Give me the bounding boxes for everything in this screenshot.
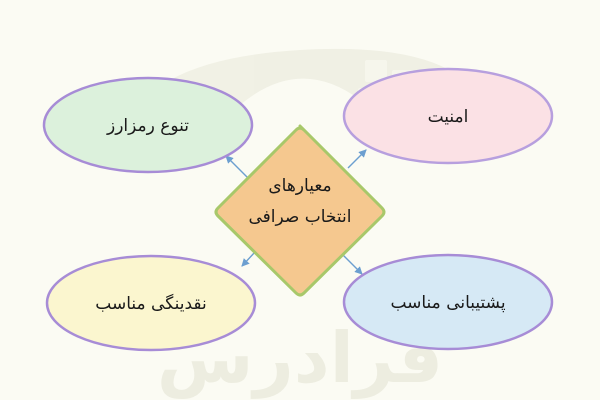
connector-to-top-right xyxy=(347,149,367,169)
node-bottom-right-shape xyxy=(342,253,554,351)
center-node-line1: معیارهای xyxy=(268,176,331,196)
node-top-right: امنیت xyxy=(342,67,554,165)
node-top-left-shape xyxy=(42,76,254,174)
center-node-shape xyxy=(214,124,386,297)
node-bottom-right-label: پشتیبانی مناسب xyxy=(390,293,505,313)
connector-to-bottom-right xyxy=(342,254,363,275)
node-bottom-left-shape xyxy=(45,254,257,352)
node-top-right-shape xyxy=(342,67,554,165)
node-bottom-right: پشتیبانی مناسب xyxy=(342,253,554,351)
node-bottom-left: نقدینگی مناسب xyxy=(45,254,257,352)
center-node-line2: انتخاب صرافی xyxy=(249,207,352,227)
node-top-right-label: امنیت xyxy=(428,107,469,127)
node-bottom-left-label: نقدینگی مناسب xyxy=(95,293,206,314)
center-node: معیارهای انتخاب صرافی xyxy=(214,124,386,297)
connector-to-bottom-left xyxy=(241,251,256,267)
node-top-left: تنوع رمزارز xyxy=(42,76,254,174)
node-top-left-label: تنوع رمزارز xyxy=(106,116,189,136)
